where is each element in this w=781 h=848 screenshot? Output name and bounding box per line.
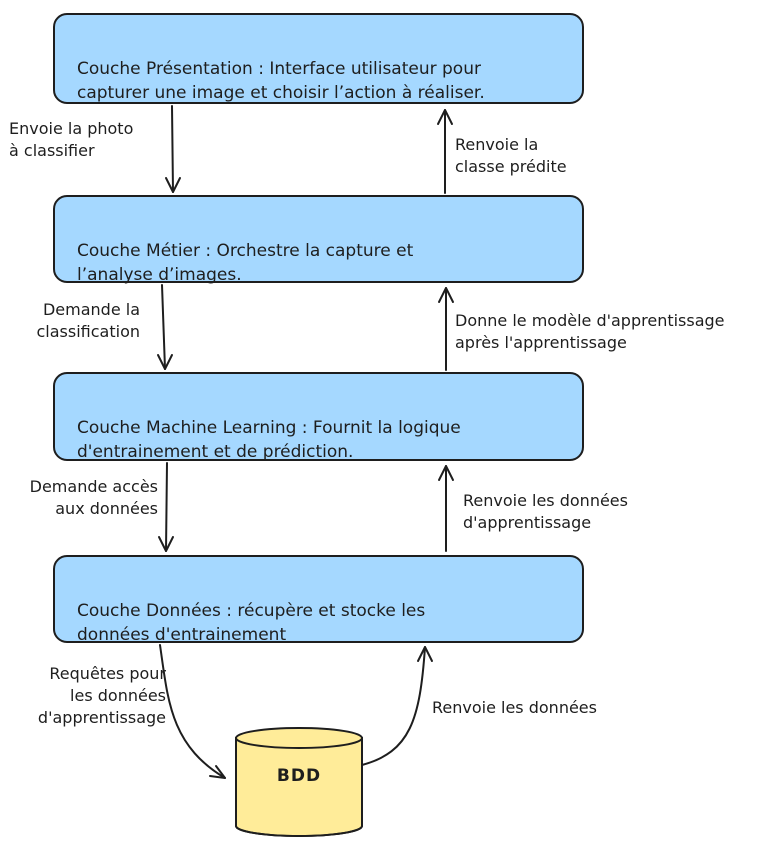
- label-requetes: Requêtes pour les données d'apprentissag…: [37, 664, 166, 727]
- label-renvoie-donnees-apprentissage: Renvoie les données d'apprentissage: [463, 491, 628, 532]
- arrow-demande-classification: [161, 284, 166, 370]
- arrowhead-requetes: [209, 765, 226, 779]
- ml-layer-text: Couche Machine Learning : Fournit la log…: [77, 418, 461, 462]
- arrow-requetes: [159, 644, 226, 779]
- presentation-layer-text: Couche Présentation : Interface utilisat…: [77, 59, 485, 103]
- arrowhead-renvoie-donnees-apprentissage: [438, 465, 454, 481]
- label-demande-classification: Demande la classification: [36, 300, 141, 341]
- label-renvoie-donnees: Renvoie les données: [432, 698, 597, 717]
- arrowhead-renvoie-classe: [437, 109, 453, 125]
- database-label: BDD: [276, 766, 322, 786]
- arrow-demande-acces: [165, 462, 168, 552]
- donnees-layer-box: Couche Données : récupère et stocke les …: [53, 555, 584, 645]
- presentation-layer-box: Couche Présentation : Interface utilisat…: [53, 13, 584, 104]
- arrow-envoie-photo: [171, 105, 174, 193]
- label-donne-modele: Donne le modèle d'apprentissage après l'…: [455, 311, 725, 352]
- metier-layer-box: Couche Métier : Orchestre la capture et …: [53, 195, 584, 285]
- donnees-layer-text: Couche Données : récupère et stocke les …: [77, 601, 426, 645]
- arrowhead-renvoie-donnees: [417, 646, 433, 662]
- arrowhead-envoie-photo: [165, 177, 181, 193]
- arrow-renvoie-donnees: [361, 646, 426, 766]
- arrowhead-demande-acces: [158, 536, 174, 552]
- metier-layer-text: Couche Métier : Orchestre la capture et …: [77, 241, 414, 285]
- ml-layer-box: Couche Machine Learning : Fournit la log…: [53, 372, 584, 462]
- label-renvoie-classe: Renvoie la classe prédite: [455, 135, 567, 176]
- arrowhead-donne-modele: [438, 287, 454, 303]
- arrowhead-demande-classification: [157, 354, 173, 370]
- label-envoie-photo: Envoie la photo à classifier: [9, 119, 134, 160]
- label-demande-acces: Demande accès aux données: [29, 477, 158, 518]
